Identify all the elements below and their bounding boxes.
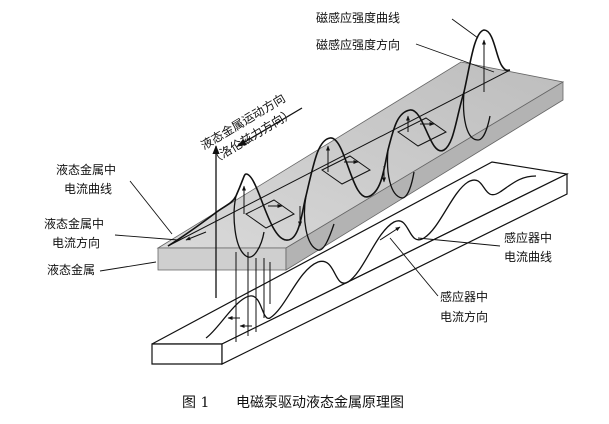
current-loop <box>397 117 447 147</box>
label-inductor-curve-line1: 感应器中 <box>504 230 552 245</box>
label-motion-direction: 液态金属运动方向 （洛伦兹力方向） <box>198 90 297 167</box>
magnetic-curve-lower-lobes <box>233 91 491 258</box>
label-metal-current-curve-line1: 液态金属中 <box>56 162 116 177</box>
label-inductor-dir-line1: 感应器中 <box>440 289 488 304</box>
inductor-current-curve <box>205 175 537 339</box>
label-magnetic-curve: 磁感应强度曲线 <box>316 10 400 25</box>
magnetic-wave <box>167 29 511 258</box>
label-metal-current-curve-line2: 电流曲线 <box>64 182 112 196</box>
metal-front-face <box>157 247 287 271</box>
liquid-metal-slab <box>156 61 565 271</box>
metal-current-loops <box>185 117 447 241</box>
figure-number: 图 1 <box>182 395 209 411</box>
current-loop <box>245 199 295 229</box>
inductor-front-face <box>151 343 223 365</box>
field-axis-line <box>167 69 511 247</box>
loop-arrow <box>185 231 207 241</box>
label-metal-current-dir-line2: 电流方向 <box>52 235 100 250</box>
label-inductor-curve-line2: 电流曲线 <box>504 250 552 264</box>
current-loop <box>321 155 371 185</box>
label-inductor-dir-line2: 电流方向 <box>440 309 488 324</box>
figure-title: 电磁泵驱动液态金属原理图 <box>236 395 404 411</box>
inductor-side-face <box>221 173 568 365</box>
metal-side-face <box>285 81 564 271</box>
motion-direction-arrow <box>237 107 303 147</box>
label-magnetic-direction: 磁感应强度方向 <box>316 37 400 52</box>
projection-lines <box>227 252 271 342</box>
label-metal-current-dir-line1: 液态金属中 <box>44 216 104 231</box>
magnetic-curve <box>167 29 511 247</box>
inductor-current-arrow <box>379 226 401 241</box>
label-liquid-metal: 液态金属 <box>47 262 95 277</box>
leader-lines <box>99 18 501 297</box>
